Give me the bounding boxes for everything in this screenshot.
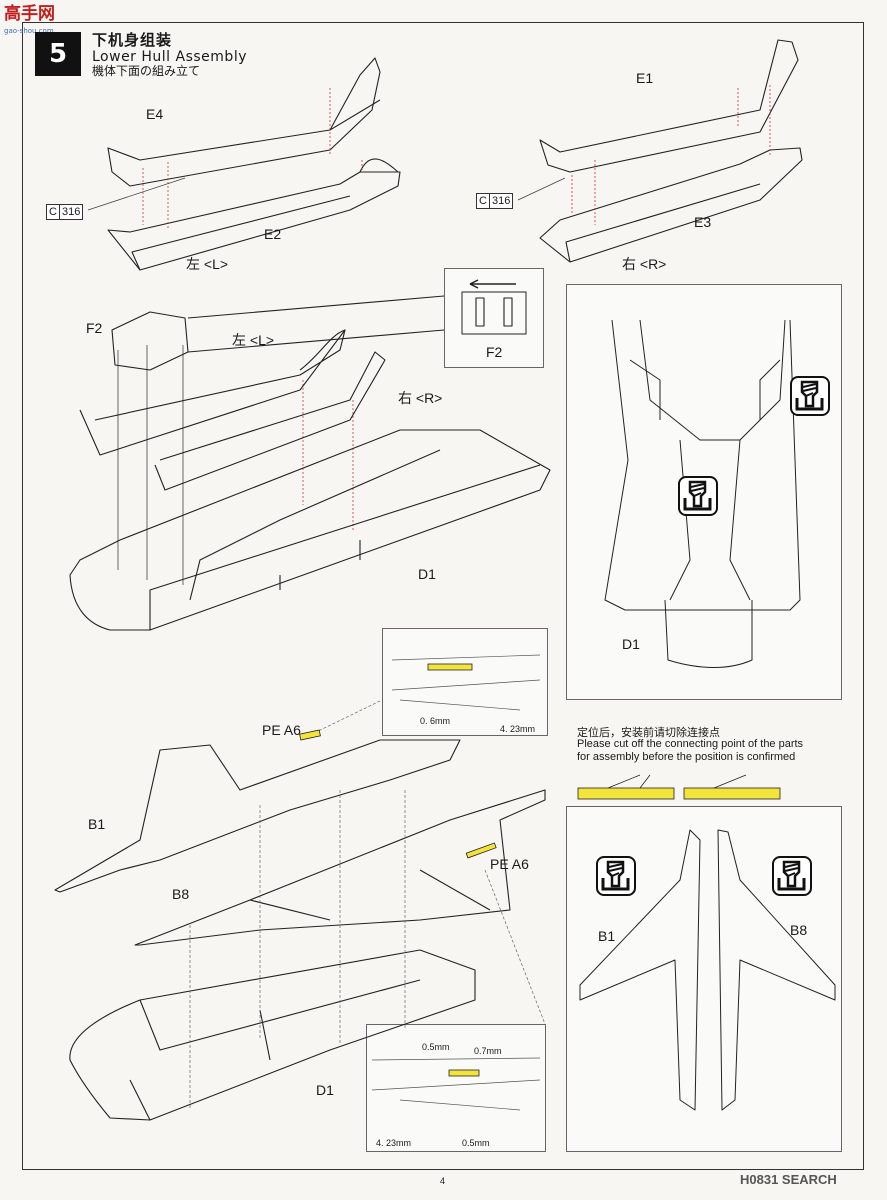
label-e1: E1 [636,70,654,86]
note-en-line2: for assembly before the position is conf… [577,751,796,763]
label-d1-mid: D1 [418,566,436,582]
label-b8: B8 [172,886,190,902]
label-d1-right: D1 [622,636,640,652]
label-f2: F2 [86,320,103,336]
e3-part [539,147,803,263]
note-en-line1: Please cut off the connecting point of t… [577,738,804,750]
label-pe-a6-2: PE A6 [490,856,529,872]
e4-part [107,57,381,187]
d1-part-mid [69,429,551,631]
dim-4-23mm-top: 4. 23mm [500,724,536,734]
step-title: 下机身组装 Lower Hull Assembly 機体下面の組み立て [92,31,247,79]
title-ja: 機体下面の組み立て [92,64,201,79]
d1-part-bottom [69,949,476,1121]
dim-0-6mm: 0. 6mm [420,716,451,726]
dim-4-23mm-bottom: 4. 23mm [376,1138,412,1148]
pe-detail-panel-bottom [366,1024,546,1152]
label-b1: B1 [88,816,106,832]
drill-icon [678,476,718,516]
note-zh: 定位后，安装前请切除连接点 [577,726,720,739]
step-number: 5 [35,32,81,76]
b8-part [134,789,546,946]
page-frame [22,22,864,1170]
note-en: Please cut off the connecting point of t… [577,738,803,764]
b1-b8-bottom-view [579,829,836,1111]
label-e2: E2 [264,226,282,242]
f2-part [111,311,189,371]
e2-part [107,171,401,271]
watermark-logo: 高手网 gao-shou.com [4,4,55,36]
label-f2-detail: F2 [486,344,503,360]
label-right-top: 右 <R> [622,256,667,272]
drill-icon [772,856,812,896]
label-e3: E3 [694,214,712,230]
e1-part [539,39,799,173]
f2-detail-panel [444,268,544,368]
drill-icon [596,856,636,896]
label-pe-a6-1: PE A6 [262,722,301,738]
drill-icon [790,376,830,416]
label-d1-bottom: D1 [316,1082,334,1098]
dim-0-5mm-top: 0.5mm [422,1042,450,1052]
label-b8-right: B8 [790,922,808,938]
title-zh: 下机身组装 [92,31,173,49]
label-right-mid: 右 <R> [398,390,443,406]
title-en: Lower Hull Assembly [92,49,247,66]
bottom-watermark: H0831 SEARCH [740,1172,837,1187]
label-b1-right: B1 [598,928,616,944]
dim-0-7mm: 0.7mm [474,1046,502,1056]
label-left-top: 左 <L> [186,256,229,272]
dim-0-5mm-bottom: 0.5mm [462,1138,490,1148]
label-e4: E4 [146,106,164,122]
b1-part [54,739,461,893]
pe-detail-panel-top [382,628,548,736]
page-number: 4 [440,1176,446,1186]
label-left-mid: 左 <L> [232,332,275,348]
